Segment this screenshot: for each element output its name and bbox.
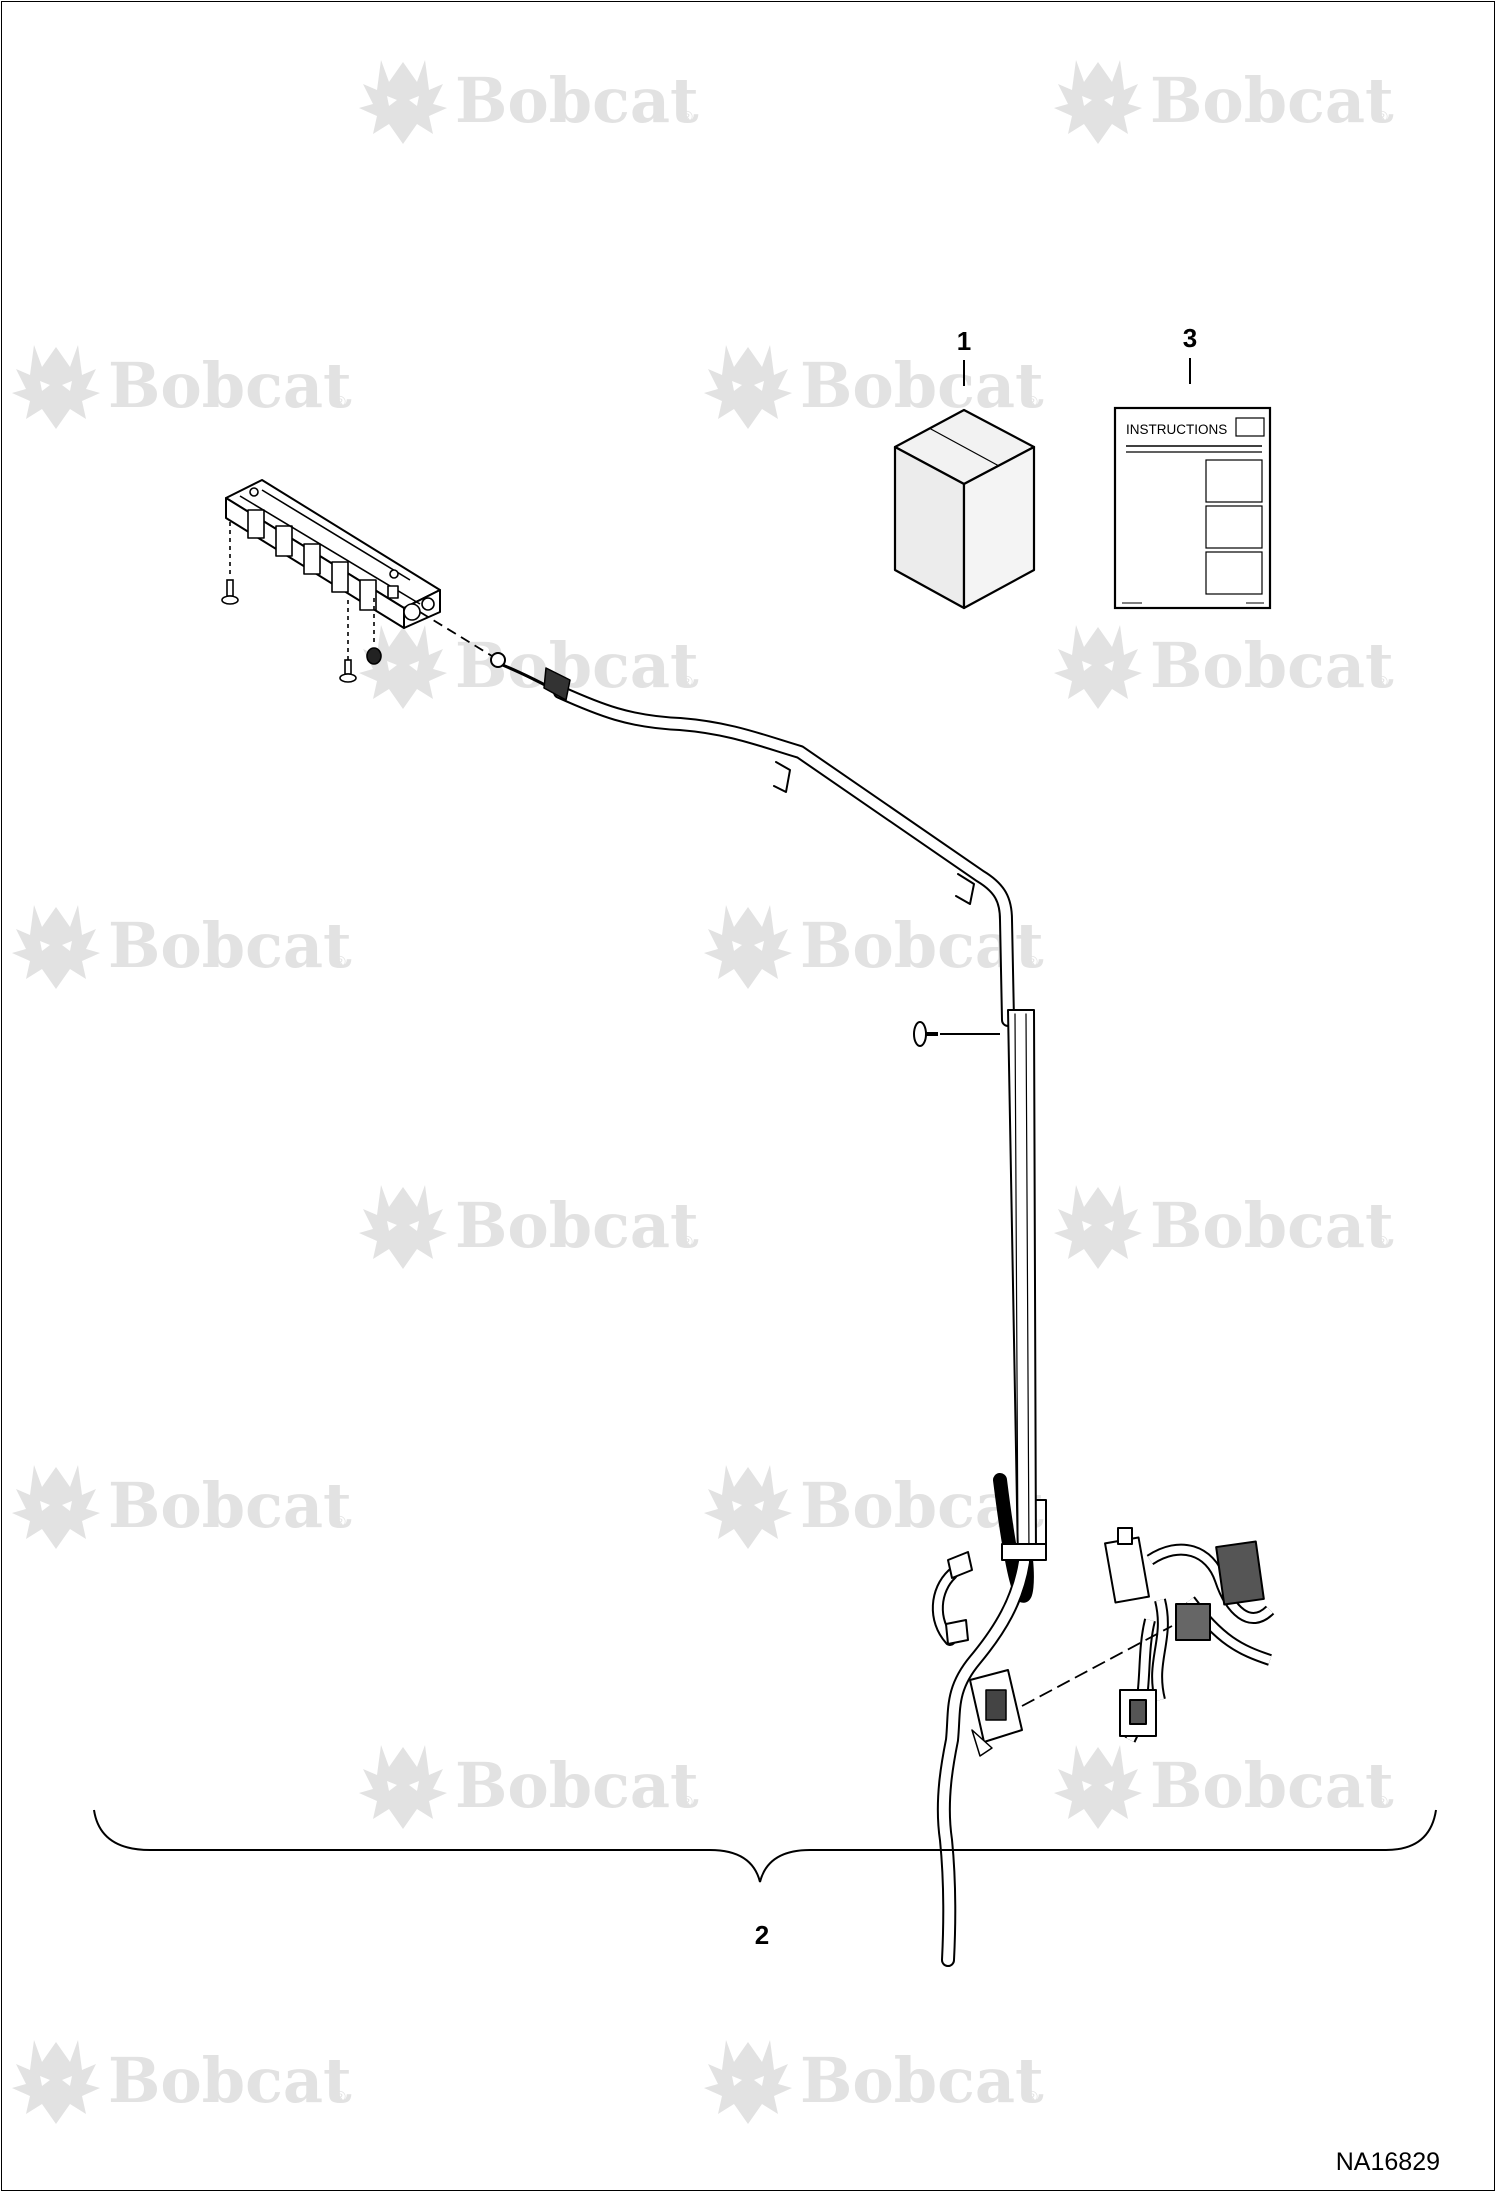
figure-code: NA16829 [1336, 2148, 1440, 2176]
watermark-registered-mark: ® [1376, 1794, 1388, 1811]
bobcat-logo-watermark: Bobcat® [1054, 1185, 1394, 1269]
callout-1: 1 [957, 326, 971, 356]
watermark-brand-text: Bobcat [800, 349, 1044, 422]
watermark-brand-text: Bobcat [108, 909, 352, 982]
watermark-brand-text: Bobcat [455, 1749, 699, 1822]
bobcat-logo-watermark: Bobcat® [12, 905, 352, 989]
watermark-brand-text: Bobcat [455, 64, 699, 137]
rear-connector-cluster [1104, 1527, 1275, 1743]
callout-3: 3 [1183, 323, 1197, 353]
bobcat-logo-watermark: Bobcat® [359, 1745, 699, 1829]
watermark-registered-mark: ® [334, 2089, 346, 2106]
bobcat-logo-watermark: Bobcat® [359, 1185, 699, 1269]
screw-icon [221, 522, 382, 683]
watermark-brand-text: Bobcat [108, 349, 352, 422]
watermark-registered-mark: ® [1376, 674, 1388, 691]
watermark-brand-text: Bobcat [108, 2044, 352, 2117]
watermark-brand-text: Bobcat [1150, 64, 1394, 137]
bobcat-logo-watermark: Bobcat® [1054, 625, 1394, 709]
watermark-brand-text: Bobcat [455, 1189, 699, 1262]
instruction-sheet-heading: INSTRUCTIONS [1126, 422, 1227, 437]
watermark-registered-mark: ® [334, 394, 346, 411]
bracket-item-2 [93, 1809, 1437, 1883]
watermark-registered-mark: ® [681, 1794, 693, 1811]
bobcat-logo-watermark: Bobcat® [12, 345, 352, 429]
bobcat-logo-watermark: Bobcat® [704, 905, 1044, 989]
watermark-brand-text: Bobcat [455, 629, 699, 702]
bobcat-logo-watermark: Bobcat® [12, 1465, 352, 1549]
watermark-brand-text: Bobcat [800, 2044, 1044, 2117]
parts-box-icon [893, 408, 1036, 610]
watermark-registered-mark: ® [681, 674, 693, 691]
watermark-registered-mark: ® [1026, 954, 1038, 971]
bobcat-logo-watermark: Bobcat® [704, 2040, 1044, 2124]
watermark-registered-mark: ® [681, 1234, 693, 1251]
watermark-brand-text: Bobcat [1150, 1189, 1394, 1262]
push-rivet-icon [913, 1021, 1000, 1047]
instruction-sheet-icon: INSTRUCTIONS [1113, 406, 1272, 610]
leader-connector [1021, 1625, 1173, 1707]
watermark-registered-mark: ® [334, 954, 346, 971]
watermark-brand-text: Bobcat [1150, 1749, 1394, 1822]
leader-panel-harness [419, 611, 493, 657]
watermark-registered-mark: ® [1026, 394, 1038, 411]
watermark-registered-mark: ® [1376, 109, 1388, 126]
watermark-registered-mark: ® [1376, 1234, 1388, 1251]
bobcat-logo-watermark: Bobcat® [12, 2040, 352, 2124]
bobcat-logo-watermark: Bobcat® [704, 345, 1044, 429]
watermark-brand-text: Bobcat [1150, 629, 1394, 702]
bobcat-logo-watermark: Bobcat® [1054, 60, 1394, 144]
watermark-registered-mark: ® [681, 109, 693, 126]
callout-2: 2 [755, 1920, 769, 1950]
bobcat-logo-watermark: Bobcat® [359, 625, 699, 709]
bobcat-logo-watermark: Bobcat® [1054, 1745, 1394, 1829]
bobcat-logo-watermark: Bobcat® [704, 1465, 1044, 1549]
watermark-registered-mark: ® [334, 1514, 346, 1531]
bobcat-logo-watermark: Bobcat® [359, 60, 699, 144]
watermark-brand-text: Bobcat [108, 1469, 352, 1542]
watermark-registered-mark: ® [1026, 2089, 1038, 2106]
fuse-relay-panel [225, 479, 441, 629]
wire-harness [490, 652, 1047, 1967]
